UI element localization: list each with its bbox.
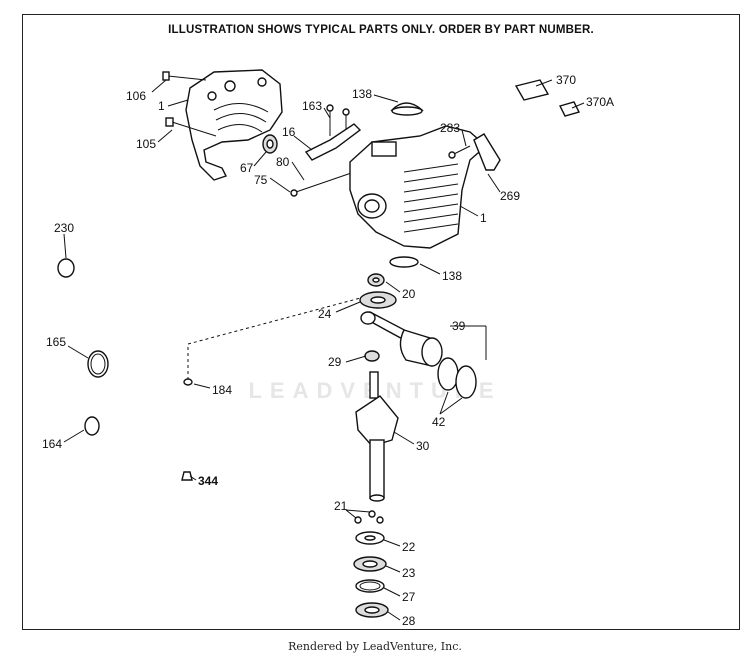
callout-67: 67	[240, 161, 254, 175]
part-seal-20	[367, 273, 385, 287]
callout-163: 163	[302, 99, 322, 113]
callout-165: 165	[46, 335, 66, 349]
callout-22: 22	[402, 540, 416, 554]
callout-105: 105	[136, 137, 156, 151]
part-crankcase-cover	[185, 69, 283, 181]
part-lever-16	[304, 104, 362, 161]
part-bolt-106	[162, 71, 207, 81]
footer-credit: Rendered by LeadVenture, Inc.	[288, 640, 462, 653]
callout-106: 106	[126, 89, 146, 103]
callout-80: 80	[276, 155, 290, 169]
part-seal-27	[355, 579, 385, 593]
part-decal-370a	[558, 101, 581, 117]
part-ring-164	[84, 416, 100, 436]
callout-labels: 370 370A 106 1 163 138 283 105 16 67 80 …	[42, 73, 614, 628]
part-ring-230	[57, 258, 75, 278]
callout-283: 283	[440, 121, 460, 135]
callout-370a: 370A	[586, 95, 614, 109]
callout-230: 230	[54, 221, 74, 235]
part-dowel-184	[183, 295, 369, 386]
callout-30: 30	[416, 439, 430, 453]
part-screw-344	[181, 471, 193, 481]
leader-lines	[63, 79, 585, 621]
callout-1-block: 1	[480, 211, 487, 225]
callout-344: 344	[198, 474, 218, 488]
part-pins-21	[354, 510, 384, 524]
part-bearing-23	[353, 556, 387, 572]
part-bearing-24	[359, 291, 397, 309]
callout-23: 23	[402, 566, 416, 580]
part-ring-165	[87, 350, 109, 378]
callout-21: 21	[334, 499, 348, 513]
callout-370: 370	[556, 73, 576, 87]
part-seal-67	[262, 134, 278, 154]
callout-269: 269	[500, 189, 520, 203]
callout-184: 184	[212, 383, 232, 397]
part-piston-rod-39	[360, 311, 443, 367]
part-rings-42	[437, 357, 477, 399]
callout-20: 20	[402, 287, 416, 301]
part-bearing-29	[364, 350, 380, 362]
callout-42: 42	[432, 415, 446, 429]
callout-138-top: 138	[352, 87, 372, 101]
callout-24: 24	[318, 307, 332, 321]
callout-29: 29	[328, 355, 342, 369]
callout-1-top: 1	[158, 99, 165, 113]
part-plug-138-top	[390, 102, 424, 116]
part-plug-138-bottom	[389, 256, 419, 268]
callout-16: 16	[282, 125, 296, 139]
part-bearing-28	[355, 602, 389, 618]
part-stud-283	[448, 145, 471, 159]
part-washer-22	[355, 531, 385, 545]
callout-27: 27	[402, 590, 416, 604]
callout-39: 39	[452, 319, 466, 333]
part-gasket-269	[473, 133, 501, 171]
part-crankshaft-30	[355, 371, 399, 502]
diagram-frame	[22, 14, 740, 630]
callout-75: 75	[254, 173, 268, 187]
part-bolt-105	[165, 117, 217, 137]
callout-138-bottom: 138	[442, 269, 462, 283]
callout-164: 164	[42, 437, 62, 451]
diagram-header-note: ILLUSTRATION SHOWS TYPICAL PARTS ONLY. O…	[168, 24, 594, 36]
callout-28: 28	[402, 614, 416, 628]
